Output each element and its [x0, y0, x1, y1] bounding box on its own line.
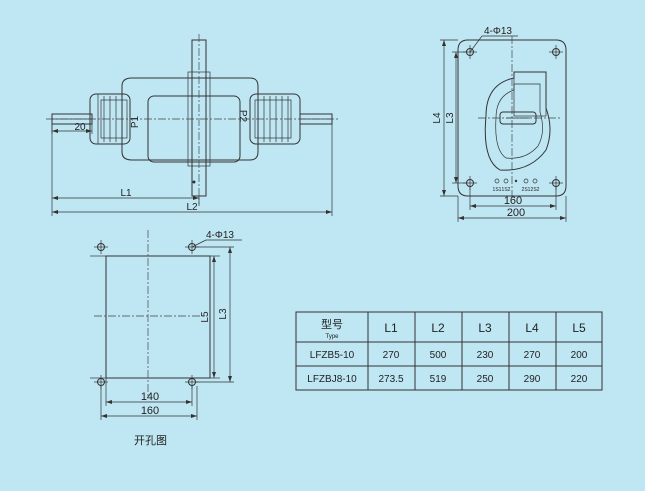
table-cell: 273.5: [378, 374, 403, 385]
terminal-box: 1S1 1S2 2S1 2S2: [493, 178, 540, 193]
side-view: 1S1 1S2 2S1 2S2 4-Φ13 L4 L3 160: [432, 26, 567, 222]
body-outline: [484, 71, 551, 171]
p1-label: P1: [130, 115, 141, 128]
column-header: L5: [572, 321, 586, 335]
dim-200-label: 200: [507, 207, 525, 219]
table-cell: 200: [571, 350, 588, 361]
table-cell: 220: [571, 374, 588, 385]
terminal-label: 1S1: [493, 187, 502, 193]
terminal-label: 2S1: [522, 187, 531, 193]
table-cell: 270: [383, 350, 400, 361]
dim-160-cutout-label: 160: [141, 405, 159, 417]
table-cell: 230: [477, 350, 494, 361]
p2-label: P2: [237, 110, 248, 123]
dim-l1-label: L1: [120, 188, 132, 199]
table-cell: 500: [430, 350, 447, 361]
dim-l4-label: L4: [432, 112, 443, 124]
inner-body: [147, 95, 241, 163]
table-cell: 519: [430, 374, 447, 385]
header-type-cn: 型号: [321, 317, 343, 331]
column-header: L1: [384, 321, 398, 335]
column-header: L4: [525, 321, 539, 335]
table-cell-model: LFZBJ8-10: [307, 374, 357, 385]
column-header: L3: [478, 321, 492, 335]
column-header: L2: [431, 321, 445, 335]
dim-l3-label: L3: [445, 112, 456, 124]
table-cell: 290: [524, 374, 541, 385]
front-view: P1 P2 20 L1 L2: [46, 34, 340, 216]
terminal-label: 2S2: [531, 187, 540, 193]
dim-160-label: 160: [504, 195, 522, 207]
dim-l5-label: L5: [200, 311, 211, 323]
resin-body: [121, 77, 259, 161]
cutout-holes-label: 4-Φ13: [206, 230, 234, 241]
header-type-en: Type: [325, 334, 339, 340]
cutout-view: 4-Φ13 L5 L3 140 160 开孔图: [90, 230, 242, 447]
dimension-table: 型号 Type L1 L2 L3 L4 L5 LFZB5-10 270 500 …: [295, 311, 603, 391]
terminal-label: 1S2: [502, 187, 511, 193]
cutout-rect: [105, 255, 211, 379]
dim-140-label: 140: [141, 391, 159, 403]
table-cell: 270: [524, 350, 541, 361]
cutout-caption: 开孔图: [134, 434, 167, 447]
table-cell-model: LFZB5-10: [310, 350, 355, 361]
holes-label: 4-Φ13: [484, 26, 512, 37]
dim-l2-label: L2: [186, 202, 198, 213]
dim-20-label: 20: [74, 122, 86, 133]
dim-l3-cutout-label: L3: [218, 308, 229, 320]
table-cell: 250: [477, 374, 494, 385]
